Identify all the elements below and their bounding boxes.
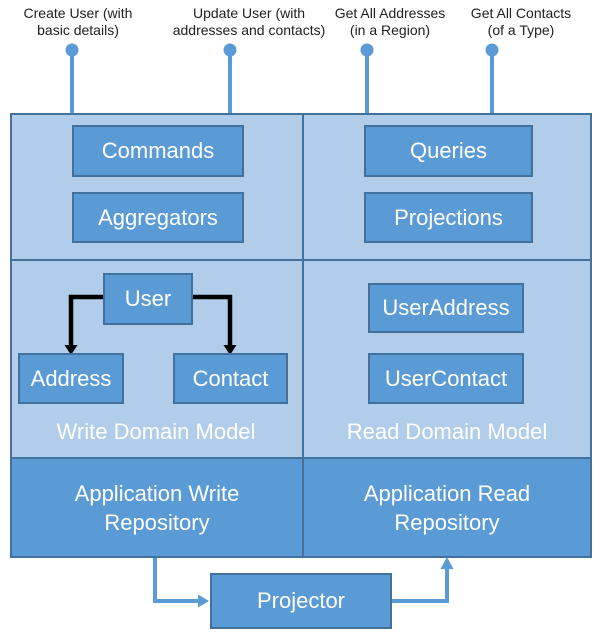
top-label-line: (of a Type) (487, 22, 555, 38)
top-label-line: basic details) (37, 22, 119, 38)
usercontact-box: UserContact (368, 353, 524, 404)
queries-box: Queries (364, 125, 533, 177)
read-domain-model-label: Read Domain Model (302, 419, 592, 445)
top-label-update-user: Update User (with addresses and contacts… (173, 5, 326, 39)
address-box: Address (18, 353, 124, 404)
usercontact-label: UserContact (384, 365, 508, 391)
projector-label: Projector (256, 588, 346, 613)
projections-label: Projections (394, 204, 503, 230)
pin-get-addresses (360, 43, 374, 113)
useraddress-label: UserAddress (382, 295, 510, 320)
panel-read-repository: Application Read Repository (304, 459, 590, 556)
write-repository-label-line: Application Write (74, 480, 240, 506)
pin-create-user (65, 43, 79, 113)
top-label-line: (in a Region) (349, 22, 431, 38)
diagram-grid: Application Write Repository Application… (10, 113, 592, 558)
top-label-line: Get All Contacts (470, 5, 572, 21)
user-box: User (103, 273, 193, 325)
contact-box: Contact (173, 353, 288, 404)
top-label-line: addresses and contacts) (172, 22, 326, 38)
projections-box: Projections (364, 192, 533, 243)
write-repo-to-projector-arrow (153, 558, 209, 608)
pin-update-user (223, 43, 237, 113)
panel-write-repository: Application Write Repository (12, 459, 302, 556)
top-label-create-user: Create User (with basic details) (24, 5, 133, 39)
useraddress-box: UserAddress (368, 283, 524, 333)
pin-get-contacts (485, 43, 499, 113)
top-label-get-contacts: Get All Contacts (of a Type) (471, 5, 571, 39)
read-domain-model-text: Read Domain Model (346, 419, 548, 444)
write-domain-model-text: Write Domain Model (56, 419, 256, 444)
top-label-line: Create User (with (23, 5, 133, 21)
top-label-line: Update User (with (192, 5, 306, 21)
aggregators-label: Aggregators (98, 204, 218, 230)
read-repository-label-line: Repository (394, 509, 500, 535)
read-repository-label-line: Application Read (363, 480, 531, 506)
address-label: Address (30, 365, 112, 391)
projector-to-read-repo-arrow (392, 557, 454, 603)
write-repository-label-line: Repository (104, 509, 210, 535)
commands-box: Commands (72, 125, 244, 177)
user-label: User (124, 286, 172, 311)
top-label-get-addresses: Get All Addresses (in a Region) (335, 5, 446, 39)
write-domain-model-label: Write Domain Model (10, 419, 302, 445)
projector-box: Projector (210, 573, 392, 629)
commands-label: Commands (101, 138, 215, 163)
aggregators-box: Aggregators (72, 192, 244, 243)
contact-label: Contact (192, 365, 269, 391)
top-label-line: Get All Addresses (334, 5, 446, 21)
queries-label: Queries (409, 138, 488, 163)
